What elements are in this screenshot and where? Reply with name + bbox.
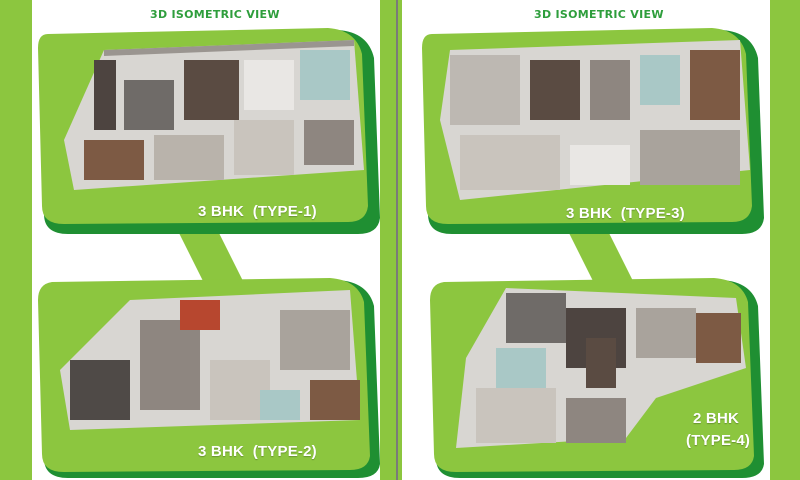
unit-label-type-4-line1: 2 BHK [693, 410, 740, 427]
right-connector [560, 215, 640, 295]
left-green-strip [0, 0, 32, 480]
right-heading: 3D ISOMETRIC VIEW [534, 8, 664, 21]
unit-label-type-3: 3 BHK (TYPE-3) [566, 205, 685, 222]
floor-plan-image-type-3 [440, 40, 760, 200]
unit-label-type-2: 3 BHK (TYPE-2) [198, 443, 317, 460]
unit-label-type-1: 3 BHK (TYPE-1) [198, 203, 317, 220]
center-left-green-strip [380, 0, 396, 480]
left-connector [170, 215, 250, 295]
floor-plan-image-type-2 [60, 290, 376, 438]
center-right-green-strip [398, 0, 402, 480]
floor-plan-image-type-4 [456, 288, 756, 448]
floor-plan-image-type-1 [64, 40, 370, 190]
left-heading: 3D ISOMETRIC VIEW [150, 8, 280, 21]
center-divider [396, 0, 398, 480]
right-green-strip [770, 0, 800, 480]
unit-label-type-4-line2: (TYPE-4) [686, 432, 751, 449]
